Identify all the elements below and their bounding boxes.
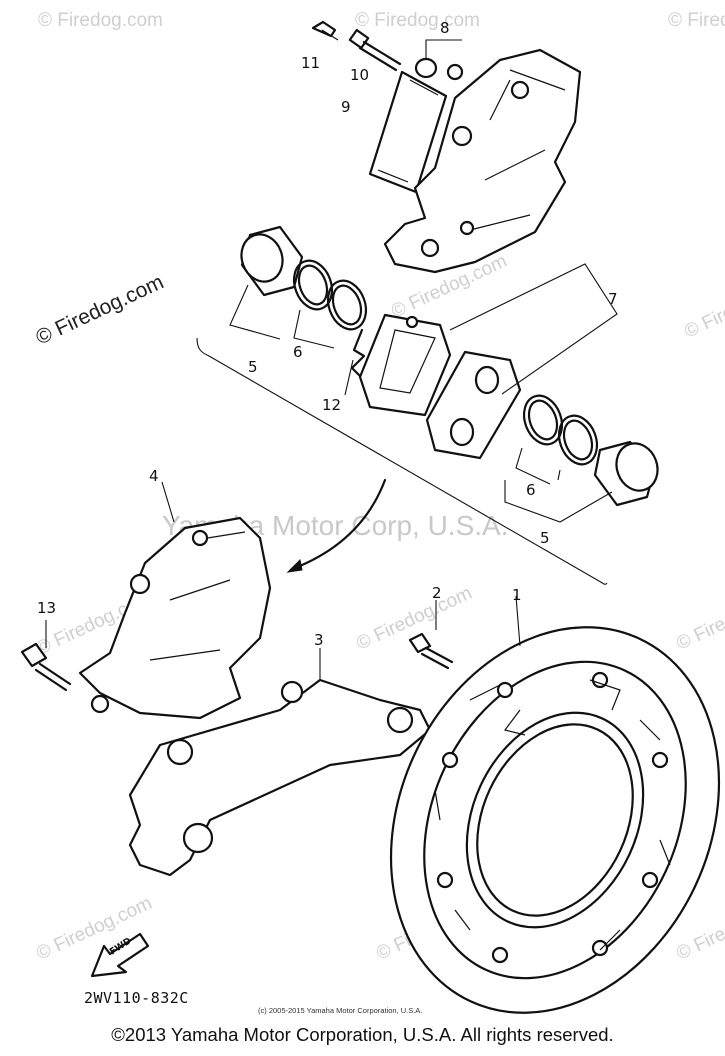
part-12-clip — [344, 328, 366, 396]
part-4-caliper — [78, 481, 272, 720]
part-8-cap — [414, 39, 462, 79]
watermark-text: © Firedog.com — [38, 10, 163, 31]
diagram-code: 2WV110-832C — [84, 989, 189, 1007]
watermark-text: © Firedog.com — [673, 583, 725, 655]
callout-6: 6 — [526, 481, 536, 499]
part-10-pin-bolt — [348, 28, 402, 72]
part-13-bolt — [20, 620, 72, 692]
watermark-text: © Firedog.com — [355, 10, 480, 31]
part-6-seal-right — [522, 394, 599, 466]
group-bracket — [196, 337, 608, 585]
callout-11: 11 — [301, 54, 320, 72]
callout-10: 10 — [350, 66, 369, 84]
part-1-brake-disc — [389, 595, 721, 1014]
part-6-seal-left — [292, 259, 368, 331]
copyright-notice: ©2013 Yamaha Motor Corporation, U.S.A. A… — [111, 1024, 614, 1045]
callout-5: 5 — [540, 529, 550, 547]
small-copyright: (c) 2005-2015 Yamaha Motor Corporation, … — [258, 1006, 422, 1015]
part-5-piston-left — [240, 225, 304, 297]
bracket-7 — [449, 263, 618, 395]
upper-caliper-body — [383, 48, 582, 274]
callout-6: 6 — [293, 343, 303, 361]
callout-13: 13 — [37, 599, 56, 617]
watermark-text: © Firedog.com — [681, 271, 725, 343]
callout-9: 9 — [341, 98, 351, 116]
part-3-bracket — [128, 648, 432, 877]
part-2-rotor-bolt — [408, 600, 454, 670]
callout-12: 12 — [322, 396, 341, 414]
part-7-pad-front — [358, 313, 452, 417]
callout-7: 7 — [608, 290, 618, 308]
bracket-5-6-right — [504, 447, 613, 523]
callout-3: 3 — [314, 631, 324, 649]
callout-4: 4 — [149, 467, 159, 485]
assembly-arrow — [286, 478, 387, 573]
part-7-pad-rear — [425, 350, 522, 460]
callout-1: 1 — [512, 586, 522, 604]
fwd-arrow: FWD — [90, 932, 150, 978]
bracket-5-6-upper — [229, 284, 335, 349]
callout-2: 2 — [432, 584, 442, 602]
callout-8: 8 — [440, 19, 450, 37]
part-11-pin — [311, 20, 339, 41]
watermark-text: © Firedog.com — [32, 270, 167, 349]
callout-labels: 1 2 3 4 5 6 7 8 9 10 11 12 13 5 6 — [37, 19, 618, 649]
watermark-text: © Firedog.com — [668, 10, 725, 31]
callout-5: 5 — [248, 358, 258, 376]
part-5-piston-right — [593, 440, 659, 507]
